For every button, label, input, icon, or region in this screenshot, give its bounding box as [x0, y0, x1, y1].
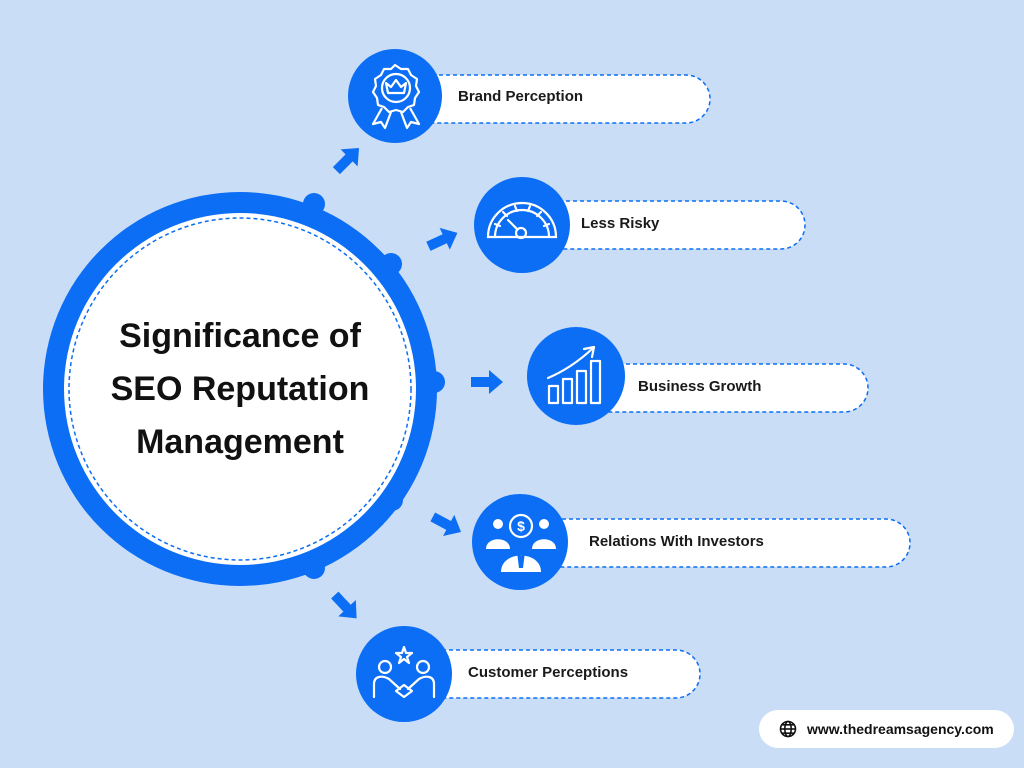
central-title-line: Significance of — [119, 317, 361, 355]
arrow-icon — [426, 227, 458, 251]
hub-node — [303, 557, 325, 579]
item-pill-customer-perceptions — [389, 649, 701, 699]
globe-icon — [779, 720, 797, 738]
item-label-less-risky: Less Risky — [581, 215, 660, 232]
award-badge-icon — [348, 49, 442, 143]
item-label-relations-with-investors: Relations With Investors — [589, 533, 764, 550]
item-label-business-growth: Business Growth — [638, 378, 762, 395]
gauge-icon — [474, 177, 570, 273]
central-title-line: Management — [136, 423, 344, 461]
website-badge[interactable]: www.thedreamsagency.com — [759, 710, 1014, 748]
item-label-brand-perception: Brand Perception — [458, 88, 584, 105]
growth-chart-icon — [527, 327, 625, 425]
hub-circle — [43, 192, 445, 586]
central-title: Significance of SEO Reputation Managemen… — [70, 310, 410, 469]
arrow-icon — [430, 512, 462, 537]
hub-node — [423, 371, 445, 393]
arrow-icon — [471, 370, 503, 394]
hub-node — [381, 489, 403, 511]
arrow-icon — [331, 591, 357, 619]
central-title-line: SEO Reputation — [110, 370, 370, 408]
arrow-icon — [332, 147, 360, 175]
website-url[interactable]: www.thedreamsagency.com — [807, 721, 994, 737]
item-pill-brand-perception — [379, 74, 711, 124]
hub-node — [380, 253, 402, 275]
item-label-customer-perceptions: Customer Perceptions — [468, 664, 629, 681]
handshake-star-icon — [356, 626, 452, 722]
svg-text:$: $ — [517, 518, 525, 534]
investors-icon: $ — [472, 494, 568, 590]
item-pill-relations-with-investors — [509, 518, 911, 568]
hub-node — [303, 193, 325, 215]
